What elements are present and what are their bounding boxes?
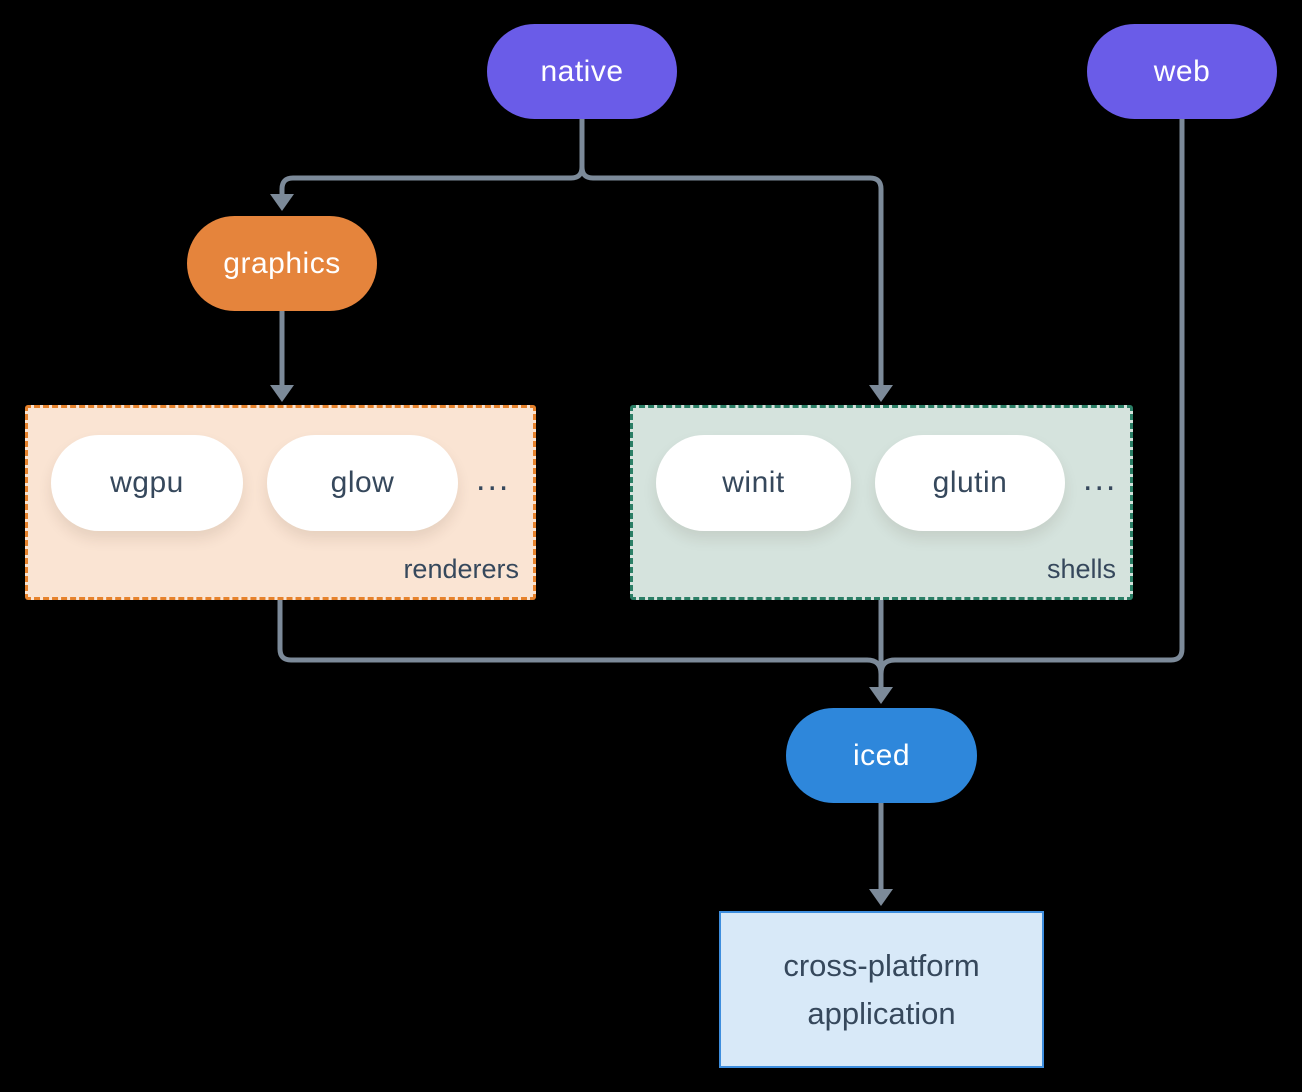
node-wgpu-label: wgpu xyxy=(110,466,184,499)
shells-ellipsis: ... xyxy=(1083,460,1118,498)
group-shells-label: shells xyxy=(1046,554,1116,584)
arrowhead-application xyxy=(869,889,893,906)
node-graphics: graphics xyxy=(187,216,377,311)
node-iced-label: iced xyxy=(852,738,911,772)
arrowhead-shells xyxy=(869,385,893,402)
application-label-line1: cross-platform xyxy=(783,947,980,983)
node-glutin-label: glutin xyxy=(932,466,1008,499)
node-graphics-label: graphics xyxy=(223,246,341,280)
node-application: cross-platform application xyxy=(719,911,1044,1068)
node-native: native xyxy=(487,24,677,119)
node-wgpu: wgpu xyxy=(51,435,243,531)
node-glow: glow xyxy=(267,435,458,531)
node-web-label: web xyxy=(1153,54,1211,88)
edge-native-to-shells xyxy=(579,119,884,387)
edge-native-to-graphics xyxy=(279,119,585,196)
node-native-label: native xyxy=(540,54,624,88)
renderers-ellipsis: ... xyxy=(476,460,511,498)
node-glutin: glutin xyxy=(875,435,1065,531)
group-renderers-label: renderers xyxy=(403,554,519,584)
node-iced: iced xyxy=(786,708,977,803)
application-label-line2: application xyxy=(807,995,956,1031)
arrowhead-iced xyxy=(869,687,893,704)
group-shells: winit glutin ... shells xyxy=(630,405,1133,600)
edge-renderers-to-junction xyxy=(277,600,884,675)
node-winit: winit xyxy=(656,435,851,531)
group-renderers: wgpu glow ... renderers xyxy=(25,405,536,600)
node-winit-label: winit xyxy=(722,466,785,499)
node-glow-label: glow xyxy=(330,466,395,499)
arrowhead-renderers xyxy=(270,385,294,402)
arrowhead-graphics xyxy=(270,194,294,211)
node-web: web xyxy=(1087,24,1277,119)
